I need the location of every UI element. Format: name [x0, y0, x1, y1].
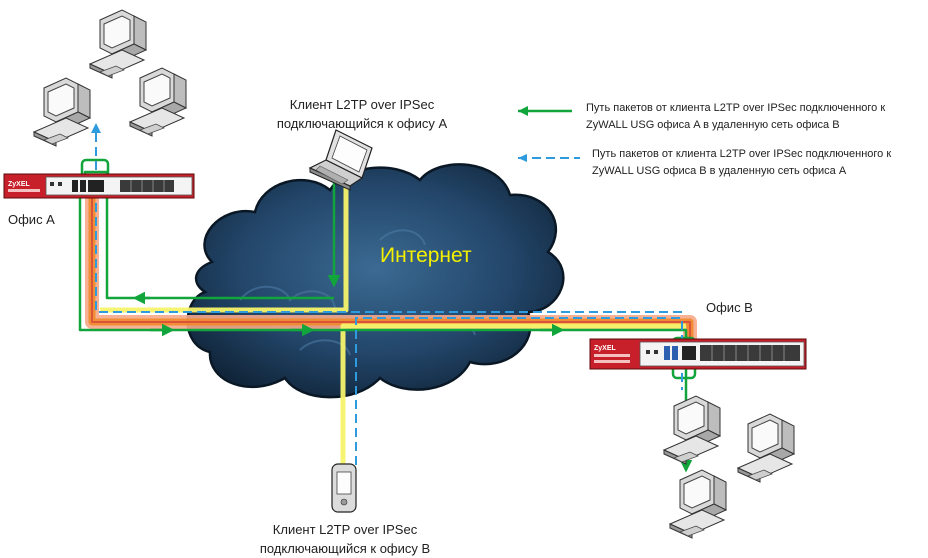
- office-b-pc-2: [737, 413, 795, 483]
- office-a-pc-1: [89, 9, 147, 79]
- client-tunnels: [100, 170, 686, 468]
- client-b-phone: [331, 463, 357, 513]
- office-b-brand: ZyXEL: [594, 345, 617, 352]
- internet-cloud: [186, 163, 565, 399]
- office-b-pc-3: [669, 469, 727, 539]
- legend-solid-arrow-icon: [518, 106, 528, 116]
- client-b-label-line1: Клиент L2TP over IPSec: [272, 522, 418, 537]
- legend-item-client-b: Путь пакетов от клиента L2TP over IPSec …: [592, 146, 922, 180]
- legend-item-client-b-line1: Путь пакетов от клиента L2TP over IPSec …: [592, 148, 892, 160]
- office-a-pc-3: [33, 77, 91, 147]
- office-b-label: Офис B: [706, 300, 753, 315]
- client-a-label: Клиент L2TP over IPSec подключающийся к …: [262, 95, 462, 133]
- office-a-pc-2: [129, 67, 187, 137]
- legend-item-client-b-line2: ZyWALL USG офиса B в удаленную сеть офис…: [592, 165, 847, 177]
- office-a-label: Офис A: [8, 212, 55, 227]
- office-a-brand: ZyXEL: [8, 181, 31, 188]
- legend-dashed-arrow-icon: [518, 154, 527, 162]
- client-a-laptop: [308, 129, 373, 191]
- client-b-label-line2: подключающийся к офису B: [259, 541, 431, 556]
- office-a-zywall: ZyXEL: [3, 173, 195, 199]
- client-b-label: Клиент L2TP over IPSec подключающийся к …: [245, 520, 445, 558]
- legend-item-client-a: Путь пакетов от клиента L2TP over IPSec …: [586, 100, 916, 134]
- internet-label: Интернет: [380, 244, 472, 267]
- legend-item-client-a-line1: Путь пакетов от клиента L2TP over IPSec …: [586, 102, 886, 114]
- office-b-zywall: ZyXEL: [589, 338, 807, 370]
- client-a-label-line1: Клиент L2TP over IPSec: [289, 97, 435, 112]
- legend-symbols: [518, 106, 580, 162]
- office-b-pc-1: [663, 395, 721, 465]
- vpn-tunnel: [85, 186, 697, 345]
- client-a-label-line2: подключающийся к офису A: [276, 116, 448, 131]
- legend-item-client-a-line2: ZyWALL USG офиса A в удаленную сеть офис…: [586, 119, 840, 131]
